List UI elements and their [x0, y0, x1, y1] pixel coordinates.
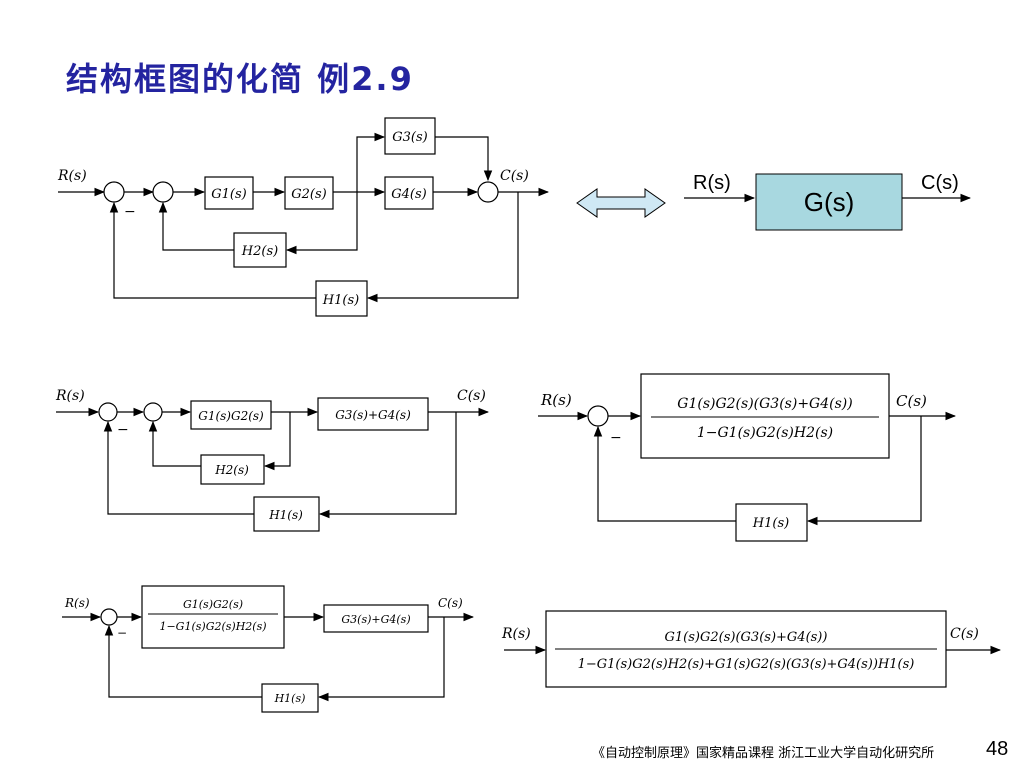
d2-G3pG4-label: G3(s)+G4(s) [335, 408, 411, 422]
d4-minus-sign: − [117, 626, 127, 640]
step4-block-diagram: R(s) − G1(s)G2(s) 1−G1(s)G2(s)H2(s) G3(s… [62, 585, 475, 713]
d5-output-label: C(s) [950, 626, 979, 642]
d1-G2-label: G2(s) [291, 187, 326, 202]
equivalent-system: R(s) G(s) C(s) [684, 172, 972, 231]
d2-H1-label: H1(s) [268, 508, 303, 522]
d1-summing-junction-2 [152, 181, 174, 203]
step3-block-diagram: R(s) − G1(s)G2(s)(G3(s)+G4(s)) 1−G1(s)G2… [538, 373, 957, 542]
equivalence-double-arrow [576, 188, 666, 218]
d4-H1-label: H1(s) [274, 692, 306, 705]
d2-input-label: R(s) [55, 388, 85, 404]
d3-output-label: C(s) [896, 392, 927, 410]
d3-denominator: 1−G1(s)G2(s)H2(s) [697, 425, 833, 441]
original-block-diagram: R(s) − G1(s) G2(s) G4(s) G3(s) C(s) H2(s… [57, 117, 550, 317]
d1-input-label: R(s) [57, 168, 87, 184]
d4-output-label: C(s) [438, 596, 463, 610]
d1-output-label: C(s) [500, 168, 529, 184]
d4-numerator: G1(s)G2(s) [183, 598, 243, 611]
d1-G1-label: G1(s) [211, 187, 246, 202]
d3-block-closed-loop [640, 373, 890, 459]
equivalent-input-label: R(s) [693, 172, 731, 194]
d3-summing-junction [587, 405, 609, 427]
d4-block-inner-loop [141, 585, 285, 649]
d3-block-H1 [735, 503, 808, 542]
d1-G4-label: G4(s) [391, 187, 426, 202]
d5-input-label: R(s) [501, 626, 531, 642]
footer-text: 《自动控制原理》国家精品课程 浙江工业大学自动化研究所 [592, 746, 935, 761]
page-number: 48 [986, 738, 1009, 760]
d1-block-G3 [384, 117, 436, 155]
d1-block-G1 [204, 176, 254, 210]
d4-input-label: R(s) [64, 596, 90, 610]
d2-G1G2-label: G1(s)G2(s) [198, 409, 264, 423]
equivalent-block-label: G(s) [804, 187, 855, 217]
d2-block-H2 [200, 454, 265, 485]
d3-H1-label: H1(s) [752, 516, 789, 531]
d5-denominator: 1−G1(s)G2(s)H2(s)+G1(s)G2(s)(G3(s)+G4(s)… [578, 657, 915, 672]
d2-summing-junction-2 [143, 402, 163, 422]
d2-summing-junction-1 [98, 402, 118, 422]
d2-output-label: C(s) [457, 388, 486, 404]
d1-summing-junction-1 [103, 181, 125, 203]
d1-block-G4 [384, 176, 434, 210]
d4-block-H1 [261, 683, 319, 713]
d3-input-label: R(s) [540, 391, 572, 409]
d5-numerator: G1(s)G2(s)(G3(s)+G4(s)) [665, 630, 828, 645]
page-title: 结构框图的化简 例2.9 [66, 60, 414, 98]
d4-denominator: 1−G1(s)G2(s)H2(s) [159, 620, 266, 633]
d4-G3pG4-label: G3(s)+G4(s) [341, 613, 410, 626]
d1-minus-sign: − [124, 204, 136, 220]
d4-block-G3pG4 [323, 604, 429, 633]
final-block-diagram: R(s) G1(s)G2(s)(G3(s)+G4(s)) 1−G1(s)G2(s… [501, 610, 1002, 688]
equivalent-block-G [755, 173, 903, 231]
d2-minus-sign: − [117, 422, 129, 438]
d4-summing-junction [100, 608, 118, 626]
d1-G3-label: G3(s) [392, 130, 427, 145]
d3-numerator: G1(s)G2(s)(G3(s)+G4(s)) [677, 396, 852, 412]
d2-H2-label: H2(s) [214, 463, 249, 477]
d1-H1-label: H1(s) [322, 293, 359, 308]
step2-block-diagram: R(s) − G1(s)G2(s) G3(s)+G4(s) C(s) H2(s)… [55, 388, 490, 532]
d3-minus-sign: − [610, 430, 622, 446]
d2-block-G3pG4 [317, 397, 429, 431]
equivalent-output-label: C(s) [921, 172, 959, 194]
d2-block-G1G2 [190, 400, 272, 430]
d2-block-H1 [253, 496, 320, 532]
d1-summing-junction-3 [477, 181, 499, 203]
d1-block-G2 [284, 176, 334, 210]
d1-H2-label: H2(s) [241, 244, 278, 259]
